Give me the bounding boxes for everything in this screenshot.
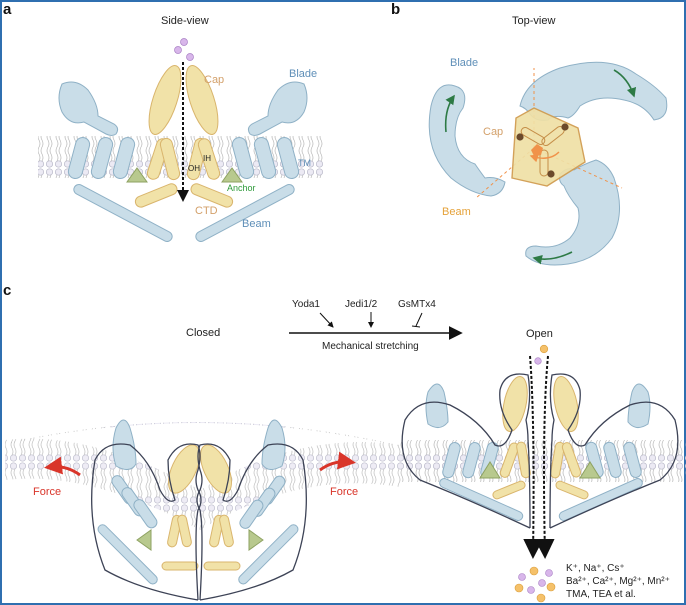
ion-cluster [514, 566, 556, 603]
ctd-right [203, 561, 241, 571]
cap-left [502, 376, 528, 432]
anchor-right [221, 167, 243, 183]
ion-dot [539, 344, 549, 354]
force-arrow-right [319, 451, 356, 472]
panel-b-letter: b [391, 1, 400, 18]
beam-right [238, 524, 299, 585]
modulator-yoda1: Yoda1 [292, 299, 320, 310]
membrane-closed [4, 422, 401, 447]
force-label-left: Force [33, 486, 61, 498]
modulator-gsmtx4: GsMTx4 [398, 299, 436, 310]
panel-c-letter: c [3, 282, 11, 299]
label-beam: Beam [242, 218, 271, 230]
label-ih: IH [203, 154, 211, 163]
label-beam: Beam [442, 206, 471, 218]
pore-center [531, 144, 543, 156]
ion-list-divalent: Ba²⁺, Ca²⁺, Mg²⁺, Mn²⁺ [566, 576, 670, 587]
pore-helices [499, 441, 582, 479]
ion-list-organic: TMA, TEA et al. [566, 589, 636, 600]
cap-right [200, 444, 232, 494]
inhibitor-bar [411, 325, 421, 328]
ion-dot [180, 38, 188, 46]
label-cap: Cap [483, 126, 503, 138]
force-arrow-left [44, 456, 81, 477]
blade-right [627, 383, 651, 428]
inhibitor-line [415, 312, 423, 327]
panel-a: a Side-view [3, 1, 324, 242]
lipid-bilayer-flat [400, 440, 686, 482]
rotation-arrow [444, 94, 455, 133]
beam-left [73, 184, 173, 242]
process-label: Mechanical stretching [322, 341, 419, 352]
beam-left [439, 478, 524, 522]
ion-dot [174, 46, 182, 54]
force-label-right: Force [330, 486, 358, 498]
helix-dot [516, 133, 524, 141]
subunit-outline-left [401, 373, 531, 529]
channel-open [401, 373, 679, 529]
panel-b-title: Top-view [512, 15, 555, 27]
channel-closed [91, 419, 307, 601]
subunit-outline-left [91, 443, 202, 601]
cap-right [185, 65, 219, 135]
panel-b: b Top-view Blade Cap Beam [391, 1, 668, 266]
ion-dot [186, 53, 194, 61]
blade-left-top [428, 84, 506, 197]
panel-c: c Closed Open Mechanical stretching Yoda… [3, 282, 686, 603]
label-tm: TM [298, 158, 311, 168]
beam-left [97, 524, 158, 585]
lipid-bilayer-curved [5, 438, 400, 530]
beam-right [558, 478, 643, 522]
subunit-outline-right [549, 373, 679, 529]
cap-rotation-arrow [529, 151, 560, 163]
rotation-arrow [613, 69, 637, 98]
permeation-arrow [534, 355, 555, 559]
open-label: Open [526, 328, 553, 340]
blade-left [425, 383, 449, 428]
label-cap: Cap [204, 74, 224, 86]
rotation-arrow [532, 251, 573, 265]
blade-left [58, 81, 119, 136]
anchor-left [126, 167, 148, 183]
subunit-outline-right [196, 443, 307, 601]
helix-dot [561, 123, 569, 131]
cap-right [553, 376, 579, 432]
ctd-right [190, 183, 234, 208]
ion-list-monovalent: K⁺, Na⁺, Cs⁺ [566, 563, 625, 574]
label-anchor: Anchor [227, 183, 256, 193]
permeation-arrow [523, 355, 544, 559]
cap-left [148, 65, 182, 135]
anchor-right [579, 461, 601, 479]
blade-right [247, 81, 308, 136]
modulator-jedi: Jedi1/2 [345, 299, 378, 310]
ion-dot [534, 357, 542, 365]
anchor-right [248, 529, 264, 551]
ctd-left [492, 480, 526, 500]
beam-right [195, 184, 295, 242]
helix-dot [547, 170, 555, 178]
ctd-right [555, 480, 589, 500]
anchor-left [136, 529, 152, 551]
panel-a-title: Side-view [161, 15, 209, 27]
ctd-left [161, 561, 199, 571]
label-ctd: CTD [195, 205, 218, 217]
anchor-left [479, 461, 501, 479]
activator-arrow [319, 312, 334, 328]
pore-helices [146, 137, 221, 181]
closed-label: Closed [186, 327, 220, 339]
label-blade: Blade [450, 57, 478, 69]
pore-helices [167, 514, 234, 548]
ctd-left [134, 183, 178, 208]
tm-helices [111, 475, 286, 529]
panel-a-letter: a [3, 1, 12, 18]
tm-helices [67, 136, 300, 180]
label-blade: Blade [289, 68, 317, 80]
label-oh: OH [188, 164, 200, 173]
